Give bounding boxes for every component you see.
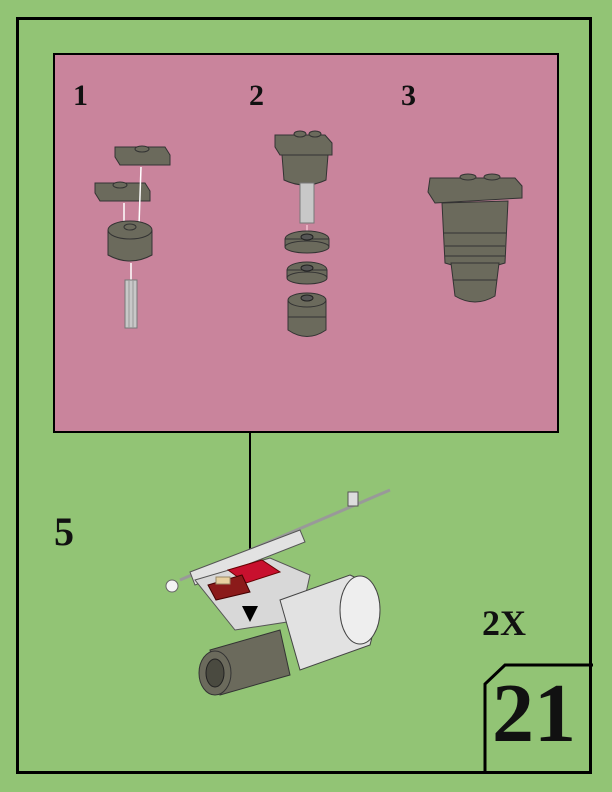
step-number: 5 <box>54 509 74 554</box>
quantity-multiplier: 2X <box>482 603 526 643</box>
substep-number-2: 2 <box>249 79 264 112</box>
main-step-illustration <box>165 488 391 696</box>
substep-number-1: 1 <box>73 79 88 112</box>
substep-number-3: 3 <box>401 79 416 112</box>
substep-1-illustration <box>94 145 171 329</box>
page-frame <box>16 17 592 774</box>
placement-arrow-icon <box>242 606 258 622</box>
page-number-frame <box>483 663 593 774</box>
substep-3-illustration <box>427 173 523 303</box>
callout-connector-line <box>249 433 251 613</box>
page-number: 21 <box>492 667 576 760</box>
substep-2-illustration <box>274 130 333 337</box>
